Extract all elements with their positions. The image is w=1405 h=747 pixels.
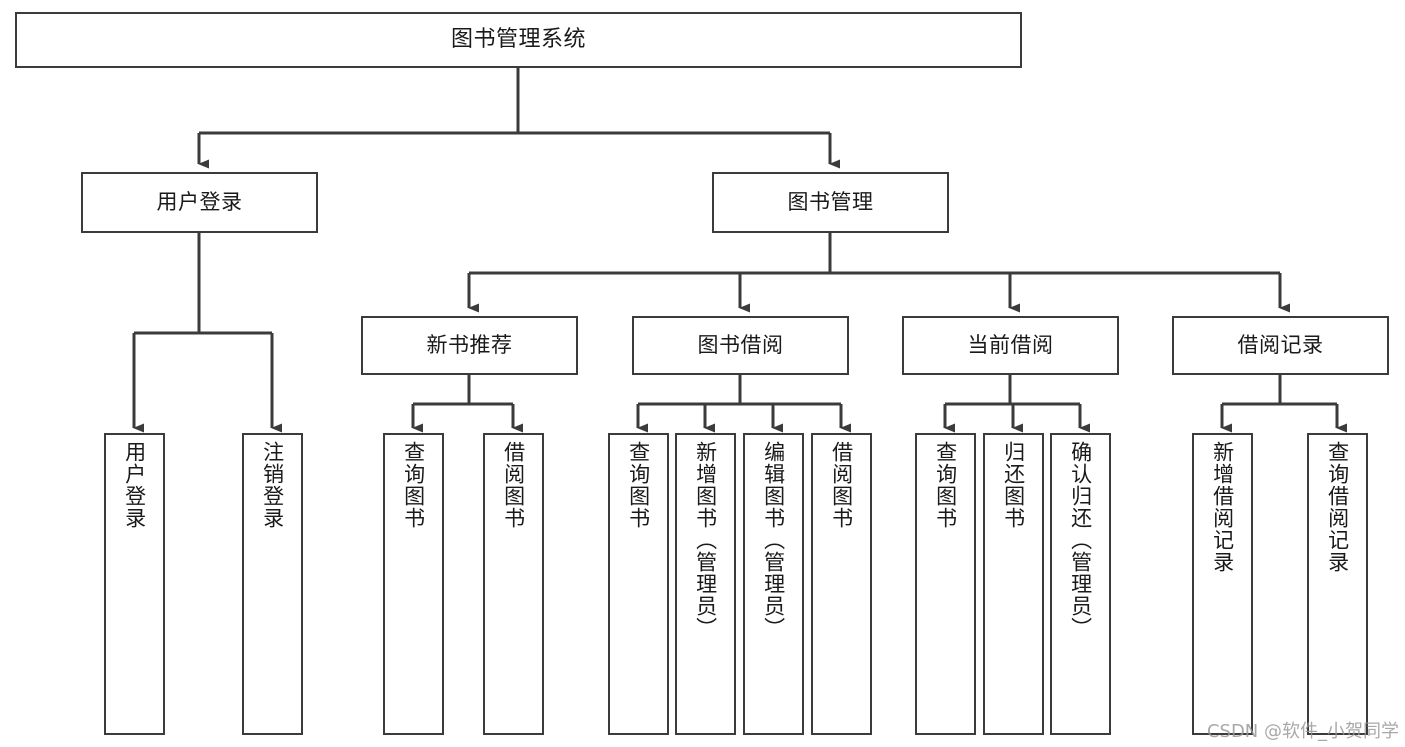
node-label: 归还图书: [1001, 441, 1026, 529]
node-leaf-borrow-book-recommend[interactable]: 借阅图书: [483, 433, 544, 735]
node-book-management[interactable]: 图书管理: [712, 172, 949, 233]
node-label: 编辑图书（管理员）: [761, 441, 786, 639]
node-label: 查询图书: [401, 441, 426, 529]
node-leaf-add-borrow-record[interactable]: 新增借阅记录: [1192, 433, 1253, 735]
node-leaf-confirm-return-admin[interactable]: 确认归还（管理员）: [1050, 433, 1111, 735]
node-label: 当前借阅: [967, 333, 1054, 358]
node-label: 用户登录: [156, 190, 243, 215]
node-label: 图书管理: [787, 190, 874, 215]
node-leaf-user-login[interactable]: 用户登录: [104, 433, 165, 735]
node-leaf-return-book[interactable]: 归还图书: [983, 433, 1044, 735]
node-current-borrow[interactable]: 当前借阅: [902, 316, 1119, 375]
node-leaf-borrow-book[interactable]: 借阅图书: [811, 433, 872, 735]
node-leaf-query-book-current[interactable]: 查询图书: [915, 433, 976, 735]
node-leaf-query-book-borrow[interactable]: 查询图书: [608, 433, 669, 735]
node-leaf-logout[interactable]: 注销登录: [242, 433, 303, 735]
node-root-system[interactable]: 图书管理系统: [15, 12, 1022, 68]
node-label: 图书管理系统: [450, 27, 586, 53]
node-label: 确认归还（管理员）: [1068, 441, 1093, 639]
node-label: 用户登录: [122, 441, 147, 529]
node-leaf-add-book-admin[interactable]: 新增图书（管理员）: [675, 433, 736, 735]
node-new-book-recommend[interactable]: 新书推荐: [361, 316, 578, 375]
node-label: 新书推荐: [426, 333, 513, 358]
node-label: 图书借阅: [697, 333, 784, 358]
node-leaf-query-borrow-record[interactable]: 查询借阅记录: [1307, 433, 1368, 735]
node-leaf-edit-book-admin[interactable]: 编辑图书（管理员）: [743, 433, 804, 735]
node-borrow-records[interactable]: 借阅记录: [1172, 316, 1389, 375]
node-label: 新增图书（管理员）: [693, 441, 718, 639]
node-label: 借阅图书: [501, 441, 526, 529]
node-label: 新增借阅记录: [1210, 441, 1235, 573]
node-label: 查询借阅记录: [1325, 441, 1350, 573]
node-leaf-query-book-recommend[interactable]: 查询图书: [383, 433, 444, 735]
node-label: 借阅记录: [1237, 333, 1324, 358]
node-label: 借阅图书: [829, 441, 854, 529]
node-label: 查询图书: [626, 441, 651, 529]
node-label: 注销登录: [260, 441, 285, 529]
csdn-watermark: CSDN @软件_小贺同学: [1206, 721, 1399, 742]
node-book-borrow[interactable]: 图书借阅: [632, 316, 849, 375]
node-label: 查询图书: [933, 441, 958, 529]
node-user-login[interactable]: 用户登录: [81, 172, 318, 233]
